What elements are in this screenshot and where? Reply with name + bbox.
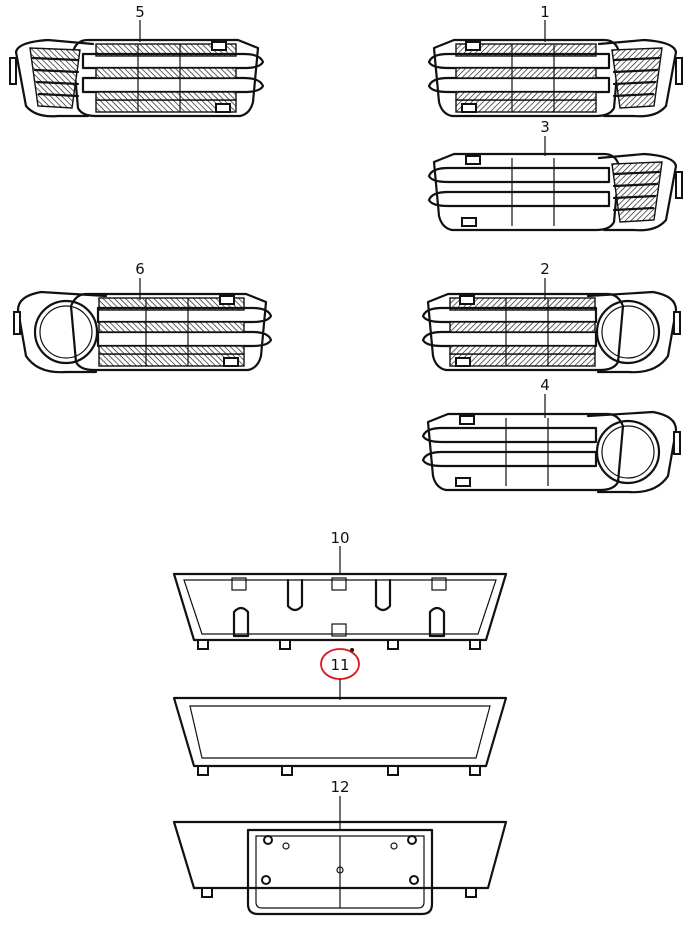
part-4-grille	[421, 410, 682, 494]
callout-12: 12	[330, 778, 349, 796]
callout-11: 11	[330, 656, 349, 674]
callout-3: 3	[540, 118, 550, 136]
part-1-grille	[427, 38, 684, 118]
part-12-panel	[172, 820, 508, 916]
callout-2: 2	[540, 260, 550, 278]
callout-1: 1	[540, 3, 550, 21]
callout-4: 4	[540, 376, 550, 394]
part-3-grille	[427, 152, 684, 232]
part-5-grille	[8, 38, 265, 118]
callout-6: 6	[135, 260, 145, 278]
part-10-bracket	[172, 572, 508, 652]
part-2-grille	[421, 290, 682, 374]
part-11-panel	[172, 696, 508, 776]
callout-10: 10	[330, 529, 349, 547]
part-6-grille	[12, 290, 273, 374]
callout-5: 5	[135, 3, 145, 21]
